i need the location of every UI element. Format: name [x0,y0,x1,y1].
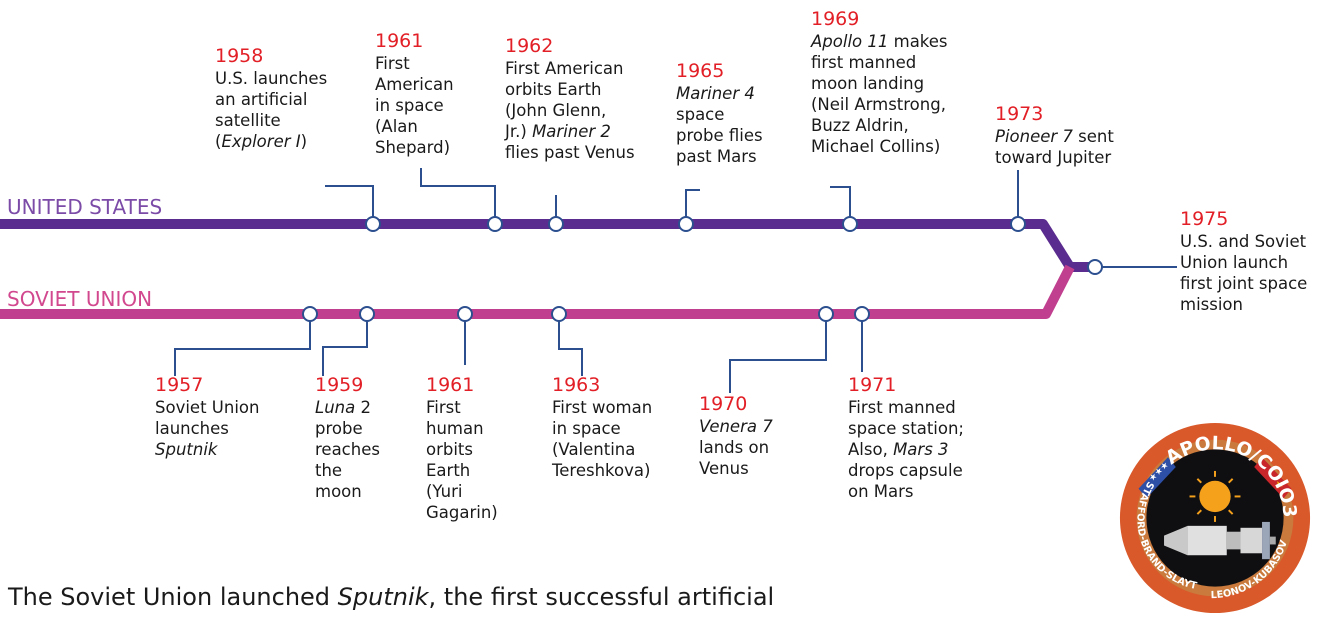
connector-su-1957 [174,314,311,376]
event-year: 1963 [552,374,601,396]
event-year: 1962 [505,35,554,57]
event-year: 1971 [848,374,897,396]
event-year: 1958 [215,45,264,67]
node-us-1969 [842,216,858,232]
event-year: 1973 [995,103,1044,125]
event-year: 1961 [375,30,424,52]
node-su-1961 [457,306,473,322]
soviet-track-label: SOVIET UNION [7,287,153,311]
caption-text: The Soviet Union launched Sputnik, the f… [8,583,775,611]
node-us-1965 [678,216,694,232]
connector-us-1969 [830,186,851,224]
event-year: 1957 [155,374,204,396]
apollo-soyuz-mission-patch: ★★★ ★ APOLLO/COIO3 STAFFORD-BRAND-SLAYTO… [1117,420,1311,614]
event-description: U.S. launches an artificial satellite (E… [215,69,328,151]
event-description: Pioneer 7 sent toward Jupiter [995,127,1114,167]
event-nodes [302,216,1103,322]
spacecraft-icon [1164,521,1276,560]
connector-su-1959 [322,314,368,376]
node-us-1958 [365,216,381,232]
event-description: Soviet Union launches Sputnik [155,398,260,459]
event-description: Mariner 4 space probe flies past Mars [676,84,763,166]
node-us-1973 [1010,216,1026,232]
event-year: 1970 [699,393,748,415]
soviet-track-line [0,264,1075,319]
event-year: 1961 [426,374,475,396]
connector-us-1958 [325,185,374,224]
node-us-1962 [548,216,564,232]
connector-lines [174,168,1019,393]
event-description: U.S. and Soviet Union launch first joint… [1180,232,1308,314]
us-track-label: UNITED STATES [7,195,163,219]
node-joint-1975 [1087,259,1103,275]
event-description: First American orbits Earth (John Glenn,… [505,59,635,162]
node-su-1963 [551,306,567,322]
node-su-1957 [302,306,318,322]
event-year: 1975 [1180,208,1229,230]
node-su-1971 [854,306,870,322]
event-description: Venera 7 lands on Venus [699,417,773,478]
node-su-1970 [818,306,834,322]
connector-us-1961 [420,168,496,224]
event-description: First manned space station; Also, Mars 3… [848,398,964,501]
sun-icon [1189,470,1241,522]
connector-us-1965 [685,189,700,224]
connector-su-1963 [558,314,583,376]
connector-su-1970 [729,314,827,393]
event-description: Apollo 11 makes first manned moon landin… [811,32,948,156]
event-year: 1969 [811,8,860,30]
node-us-1961 [487,216,503,232]
node-su-1959 [359,306,375,322]
event-description: First human orbits Earth (Yuri Gagarin) [426,398,498,522]
us-track-line [0,219,1095,272]
event-description: Luna 2 probe reaches the moon [315,398,380,501]
event-description: First woman in space (Valentina Tereshko… [552,398,653,480]
event-year: 1959 [315,374,364,396]
event-description: First American in space (Alan Shepard) [375,54,454,157]
event-year: 1965 [676,60,725,82]
